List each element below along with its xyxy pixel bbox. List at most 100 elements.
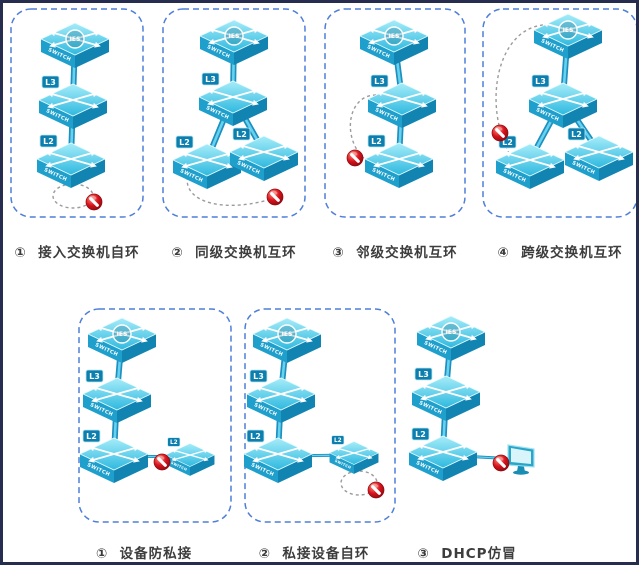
loop-alert-icon — [85, 193, 103, 211]
panel-border — [324, 8, 466, 218]
switch-label: SWITCH — [334, 459, 352, 470]
level-badge: L3 — [370, 74, 389, 88]
level-badge: L3 — [201, 72, 220, 86]
level-badge-label: L3 — [205, 75, 216, 84]
level-badge-label: L3 — [374, 77, 385, 86]
level-badge: L3 — [531, 74, 550, 88]
level-badge-label: L2 — [371, 137, 382, 146]
level-badge: L2 — [82, 429, 101, 443]
ies-badge-circle — [558, 20, 578, 40]
loop-alert-icon — [346, 149, 364, 167]
pc-monitor-icon — [507, 444, 535, 475]
panel-border — [10, 8, 144, 218]
caption-private-device-self-loop: ② 私接设备自环 — [258, 546, 370, 562]
caption-peer-switch-loop: ② 同级交换机互环 — [171, 245, 297, 261]
level-badge: L3 — [414, 367, 433, 381]
switch-label: SWITCH — [170, 461, 188, 472]
loop-alert-icon — [491, 124, 509, 142]
level-badge-label: L3 — [253, 372, 264, 381]
diagram-svg: SWITCHIESSWITCHL3SWITCHL2SWITCHIESSWITCH… — [10, 8, 636, 523]
ies-badge-circle — [224, 26, 244, 46]
level-badge-label: L2 — [236, 130, 247, 139]
caption-adjacent-switch-loop: ③ 邻级交换机互环 — [332, 245, 458, 261]
panel-border — [78, 308, 232, 523]
level-badge-label: L2 — [502, 138, 513, 147]
level-badge: L2 — [411, 427, 430, 441]
ies-label: IES — [446, 329, 457, 336]
panel-border — [162, 8, 306, 218]
level-badge: L2 — [567, 127, 586, 141]
level-badge: L2 — [39, 134, 58, 148]
l2-switch-icon: SWITCH L2 — [328, 435, 380, 474]
panel-border — [244, 308, 396, 523]
panel-border — [482, 8, 636, 218]
level-badge: L2 — [367, 134, 386, 148]
ies-label: IES — [282, 331, 293, 338]
loop-alert-icon — [266, 188, 284, 206]
ies-badge-circle — [384, 26, 404, 46]
ies-label: IES — [117, 331, 128, 338]
level-badge-label: L2 — [415, 430, 426, 439]
level-badge-label: L2 — [250, 432, 261, 441]
level-badge-label: L3 — [535, 77, 546, 86]
level-badge: L2 — [167, 437, 181, 447]
level-badge: L2 — [246, 429, 265, 443]
ies-badge-circle — [65, 29, 85, 49]
level-badge: L3 — [249, 369, 268, 383]
level-badge-label: L2 — [334, 438, 342, 444]
ies-badge-circle — [277, 324, 297, 344]
level-badge: L3 — [85, 369, 104, 383]
caption-device-anti-private: ① 设备防私接 — [95, 546, 193, 562]
loop-alert-icon — [153, 453, 171, 471]
level-badge: L2 — [175, 135, 194, 149]
ies-badge-circle — [112, 324, 132, 344]
level-badge-label: L2 — [43, 137, 54, 146]
level-badge-label: L3 — [45, 78, 56, 87]
loop-path — [186, 170, 269, 207]
level-badge-label: L2 — [571, 130, 582, 139]
level-badge-label: L3 — [89, 372, 100, 381]
caption-cross-level-switch-loop: ④ 跨级交换机互环 — [497, 245, 623, 261]
ies-label: IES — [389, 33, 400, 40]
level-badge-label: L2 — [179, 138, 190, 147]
loop-alert-icon — [367, 481, 385, 499]
ies-badge-circle — [441, 322, 461, 342]
loop-alert-icon — [492, 454, 510, 472]
level-badge: L2 — [232, 127, 251, 141]
level-badge: L3 — [41, 75, 60, 89]
caption-access-switch-self-loop: ① 接入交换机自环 — [14, 245, 140, 261]
caption-dhcp-spoofing: ③ DHCP仿冒 — [417, 546, 517, 562]
ies-label: IES — [563, 27, 574, 34]
level-badge: L2 — [331, 435, 345, 445]
level-badge-label: L3 — [418, 370, 429, 379]
l2-switch-icon: SWITCH L2 — [164, 437, 216, 476]
